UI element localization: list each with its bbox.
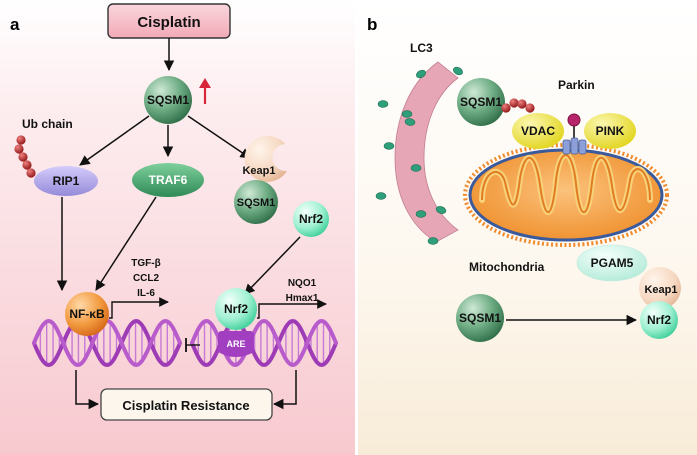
traf6-node [132, 163, 204, 197]
nrf2-bound-label: Nrf2 [224, 302, 248, 316]
arrow-nrf2-nucleus [244, 236, 301, 295]
pink-label: PINK [596, 124, 625, 138]
lc3-label: LC3 [410, 41, 433, 55]
inhibition-line [185, 338, 200, 352]
nrf2-b-label: Nrf2 [647, 313, 671, 327]
panel-b-letter: b [367, 15, 377, 34]
sqsm1-top-node [457, 78, 505, 126]
cisplatin-resistance-box [100, 388, 273, 421]
nrf2-b-node [640, 301, 678, 339]
mitochondria-label: Mitochondria [469, 260, 545, 274]
keap1-a-label: Keap1 [242, 165, 275, 177]
nfkb-label: NF-κB [69, 307, 105, 321]
ub-chain-icon [14, 135, 36, 178]
membrane-channel-icon [562, 137, 587, 155]
nfkb-target-ccl2: CCL2 [133, 273, 160, 284]
arrow-nrf2-resistance [272, 370, 297, 410]
nfkb-target-il6: IL-6 [137, 288, 155, 299]
nrf2-free-node [293, 201, 329, 237]
sqsm1-hub-node [144, 76, 192, 124]
nfkb-target-tgfb: TGF-β [131, 258, 160, 269]
sqsm1-bottom-node [456, 294, 504, 342]
ub-chain-b-icon [501, 98, 535, 113]
sqsm1-keap1-node [234, 180, 278, 224]
keap1-b-node [639, 267, 681, 309]
vdac-node [512, 113, 564, 149]
panel-a-letter: a [10, 15, 20, 34]
nrf2-bound-node [215, 288, 257, 330]
rip1-node [34, 166, 98, 196]
cisplatin-resistance-label: Cisplatin Resistance [122, 398, 249, 413]
pgam5-label: PGAM5 [591, 256, 634, 270]
upregulation-arrow-icon [199, 78, 211, 104]
lc3-protein-dots [375, 66, 463, 245]
are-label: ARE [226, 339, 245, 349]
nrf2-free-label: Nrf2 [299, 212, 323, 226]
ub-chain-label: Ub chain [22, 117, 73, 131]
rip1-label: RIP1 [53, 174, 80, 188]
arrow-nfkb-resistance [75, 370, 100, 410]
keap1-a-node [244, 135, 287, 182]
nrf2-target-hmax1: Hmax1 [286, 293, 319, 304]
arrow-nrf2-transcription [257, 299, 327, 319]
arrow-sqsm1-keap1 [187, 115, 251, 159]
sqsm1-hub-label: SQSM1 [147, 93, 189, 107]
are-element [218, 331, 254, 357]
arrow-sqsm1-rip1 [79, 115, 150, 166]
pink-node [584, 113, 636, 149]
sqsm1-top-label: SQSM1 [460, 95, 502, 109]
sqsm1-keap1-label: SQSM1 [237, 197, 276, 209]
nrf2-target-nqo1: NQO1 [288, 278, 317, 289]
parkin-label: Parkin [558, 78, 595, 92]
cisplatin-label: Cisplatin [137, 14, 200, 31]
keap1-b-label: Keap1 [644, 284, 677, 296]
traf6-label: TRAF6 [149, 173, 188, 187]
nfkb-node [65, 292, 109, 336]
pgam5-node [576, 244, 648, 282]
sqsm1-bottom-label: SQSM1 [459, 311, 501, 325]
dna-helix-right [190, 318, 338, 368]
vdac-label: VDAC [521, 124, 555, 138]
arrow-nfkb-transcription [109, 297, 169, 319]
arrow-traf6-nfkb [95, 196, 157, 291]
